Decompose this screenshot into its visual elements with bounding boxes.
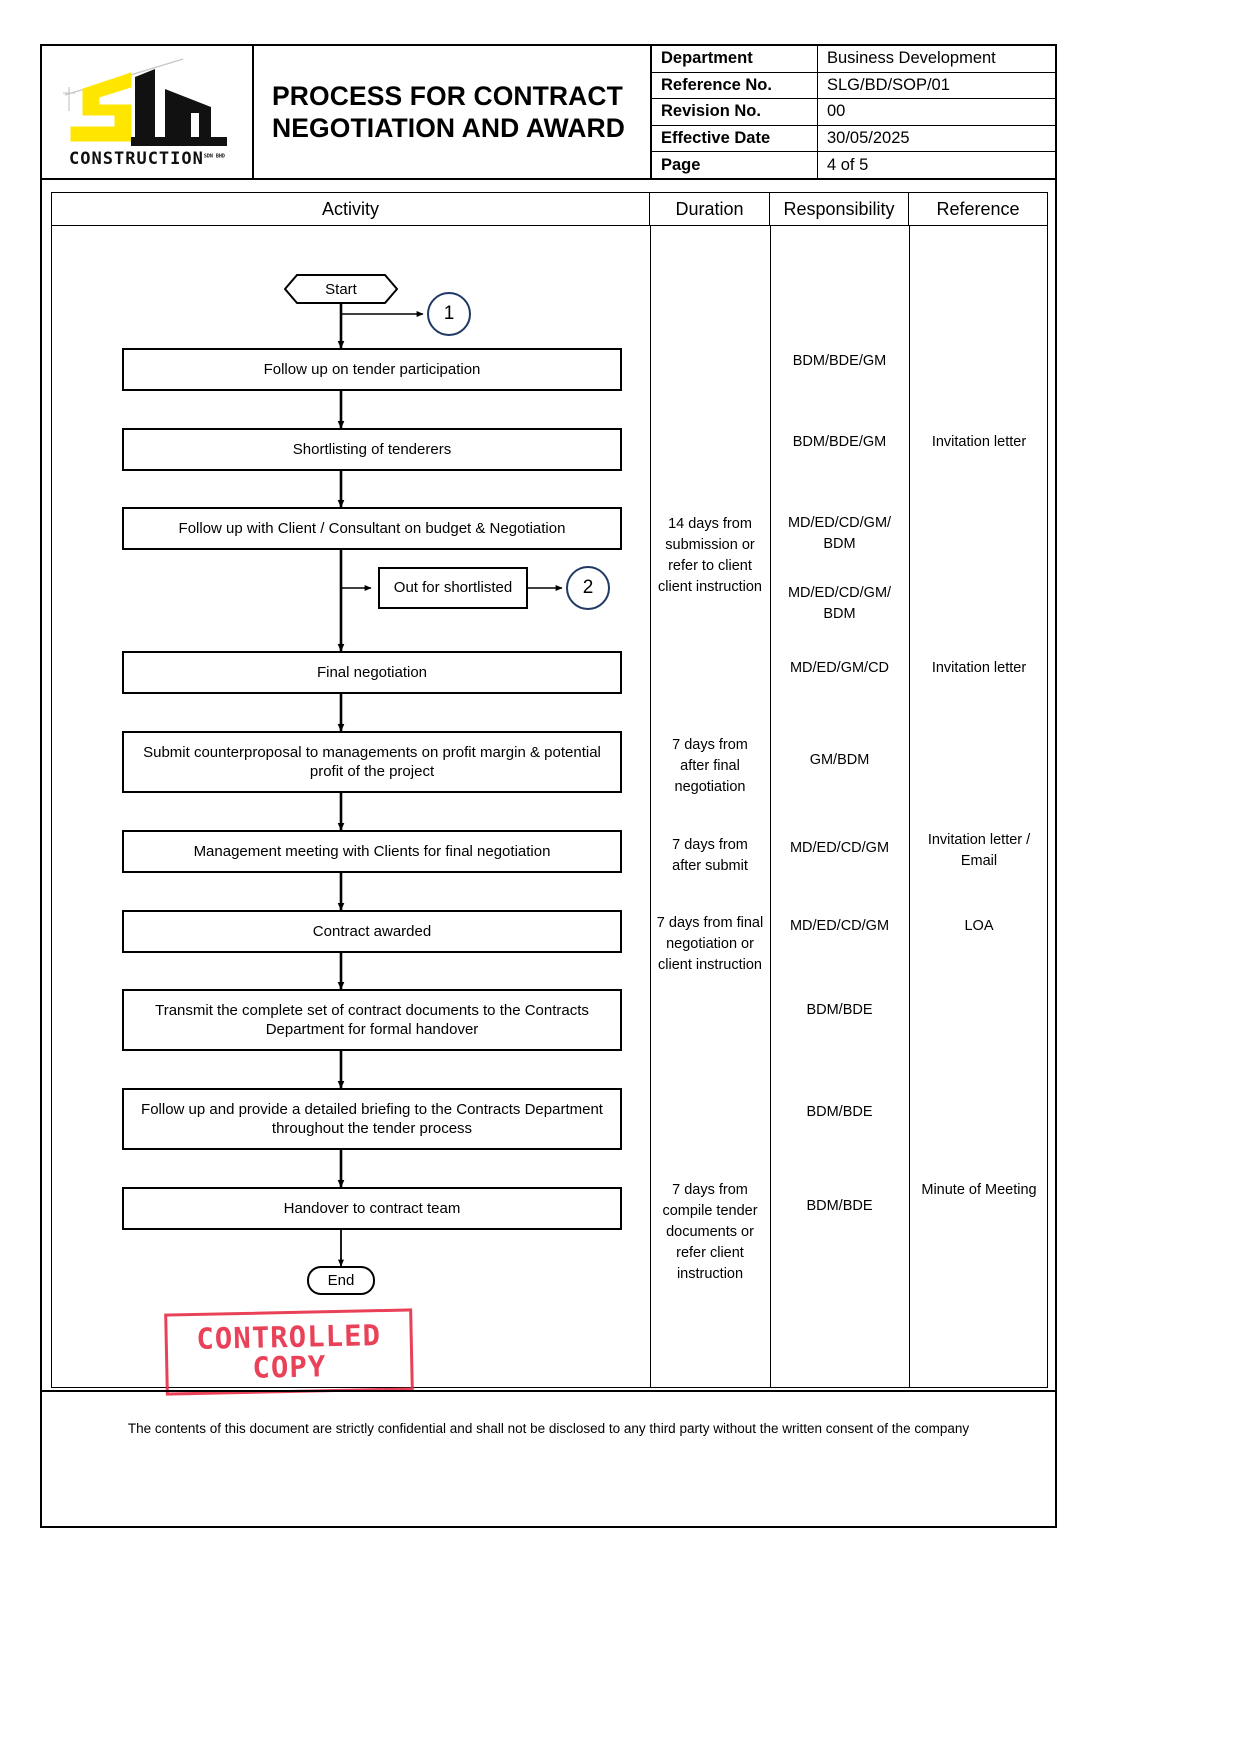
flow-node-final-negotiation: Final negotiation	[122, 651, 622, 694]
process-table: Activity Duration Responsibility Referen…	[51, 192, 1048, 1396]
reference-cell-3: Invitation letter / Email	[927, 832, 1031, 870]
table-body: Start 1 Follow up on tender participatio…	[52, 226, 1047, 1396]
flow-connector-2: 2	[566, 566, 610, 610]
flow-node-label: Contract awarded	[312, 922, 432, 940]
responsibility-cell-8: MD/ED/CD/GM	[789, 918, 890, 934]
logo-subtitle: CONSTRUCTIONSDN BHD	[69, 149, 225, 169]
logo-mark-icon	[62, 58, 227, 146]
column-header-reference: Reference	[936, 198, 1020, 219]
flow-node-label: Start	[325, 280, 357, 298]
duration-cell-4: 7 days from final negotiation or client …	[656, 915, 764, 974]
flow-node-label: Out for shortlisted	[393, 579, 513, 597]
reference-cell-4: LOA	[964, 918, 994, 934]
flow-node-end: End	[307, 1266, 375, 1295]
flow-connectors	[337, 301, 563, 1267]
stamp-line-2: COPY	[252, 1349, 327, 1385]
duration-cell-5: 7 days from compile tender documents or …	[662, 1182, 758, 1283]
controlled-copy-stamp: CONTROLLED COPY	[164, 1308, 414, 1396]
flow-node-handover-to-contract-team: Handover to contract team	[122, 1187, 622, 1230]
meta-row-revision-no: Revision No. 00	[652, 99, 1055, 126]
flow-node-transmit-contract-documents: Transmit the complete set of contract do…	[122, 989, 622, 1051]
flow-node-submit-counterproposal: Submit counterproposal to managements on…	[122, 731, 622, 793]
responsibility-cell-4: MD/ED/CD/GM/ BDM	[787, 585, 892, 623]
connector-label: 2	[582, 577, 594, 598]
flow-node-out-for-shortlisted: Out for shortlisted	[378, 567, 528, 609]
duration-cell-3: 7 days from after submit	[672, 837, 748, 875]
flow-node-label: Follow up on tender participation	[263, 360, 481, 378]
flow-node-label: Final negotiation	[316, 663, 428, 681]
meta-key: Revision No.	[652, 99, 818, 125]
flow-node-label: Submit counterproposal to managements on…	[143, 743, 601, 781]
flow-connector-1: 1	[427, 292, 471, 336]
flow-node-start: Start	[284, 274, 398, 304]
responsibility-cell-9: BDM/BDE	[806, 1002, 873, 1018]
meta-row-page: Page 4 of 5	[652, 152, 1055, 178]
reference-cell-2: Invitation letter	[931, 660, 1027, 676]
meta-value: SLG/BD/SOP/01	[827, 75, 950, 94]
document-footer: The contents of this document are strict…	[42, 1390, 1055, 1464]
flow-node-label: End	[327, 1272, 355, 1289]
flow-node-contract-awarded: Contract awarded	[122, 910, 622, 953]
meta-key: Page	[652, 152, 818, 178]
column-header-duration: Duration	[650, 193, 770, 225]
meta-row-reference-no: Reference No. SLG/BD/SOP/01	[652, 72, 1055, 100]
reference-cell-5: Minute of Meeting	[921, 1182, 1037, 1198]
document-body: Activity Duration Responsibility Referen…	[42, 180, 1055, 1464]
responsibility-cell-1: BDM/BDE/GM	[792, 353, 887, 369]
flow-node-label: Transmit the complete set of contract do…	[155, 1001, 589, 1039]
document-header: CONSTRUCTIONSDN BHD PROCESS FOR CONTRACT…	[42, 46, 1055, 180]
flow-node-management-meeting-clients: Management meeting with Clients for fina…	[122, 830, 622, 873]
duration-cell-2: 7 days from after final negotiation	[672, 737, 748, 796]
meta-value: Business Development	[827, 49, 996, 68]
meta-key: Department	[652, 46, 818, 72]
meta-row-department: Department Business Development	[652, 46, 1055, 73]
column-divider-1	[650, 226, 651, 1387]
meta-key: Effective Date	[652, 125, 818, 152]
responsibility-cell-10: BDM/BDE	[806, 1104, 873, 1120]
flow-node-detailed-briefing-contracts-dept: Follow up and provide a detailed briefin…	[122, 1088, 622, 1150]
page-title: PROCESS FOR CONTRACT NEGOTIATION AND AWA…	[272, 80, 625, 143]
flow-node-label: Follow up with Client / Consultant on bu…	[178, 519, 566, 537]
flow-node-shortlisting-of-tenderers: Shortlisting of tenderers	[122, 428, 622, 471]
flowchart: Start 1 Follow up on tender participatio…	[52, 226, 650, 1396]
flow-node-label: Shortlisting of tenderers	[292, 440, 452, 458]
responsibility-cell-7: MD/ED/CD/GM	[789, 840, 890, 856]
flow-node-follow-up-tender-participation: Follow up on tender participation	[122, 348, 622, 391]
company-logo-cell: CONSTRUCTIONSDN BHD	[42, 46, 254, 178]
column-header-responsibility: Responsibility	[770, 193, 909, 225]
responsibility-cell-2: BDM/BDE/GM	[792, 434, 887, 450]
column-header-activity: Activity	[52, 193, 650, 225]
responsibility-cell-3: MD/ED/CD/GM/ BDM	[787, 515, 892, 553]
document-meta-table: Department Business Development Referenc…	[652, 46, 1055, 178]
responsibility-cell-5: MD/ED/GM/CD	[789, 660, 890, 676]
flow-node-label: Handover to contract team	[283, 1199, 461, 1217]
connector-label: 1	[443, 303, 455, 324]
slg-construction-logo: CONSTRUCTIONSDN BHD	[55, 53, 240, 171]
meta-value: 30/05/2025	[827, 129, 910, 148]
column-divider-2	[770, 226, 771, 1387]
confidentiality-notice: The contents of this document are strict…	[127, 1420, 970, 1436]
table-column-headers: Activity Duration Responsibility Referen…	[52, 193, 1047, 226]
flow-node-label: Follow up and provide a detailed briefin…	[141, 1100, 603, 1138]
document-page: CONSTRUCTIONSDN BHD PROCESS FOR CONTRACT…	[40, 44, 1057, 1528]
reference-cell-1: Invitation letter	[931, 434, 1027, 450]
responsibility-cell-11: BDM/BDE	[806, 1198, 873, 1214]
meta-value: 00	[827, 102, 846, 121]
stamp-line-1: CONTROLLED	[196, 1317, 382, 1356]
meta-value: 4 of 5	[827, 155, 869, 174]
meta-row-effective-date: Effective Date 30/05/2025	[652, 125, 1055, 153]
hexagon-shape-icon	[284, 274, 398, 304]
meta-key: Reference No.	[652, 72, 818, 99]
responsibility-cell-6: GM/BDM	[809, 752, 870, 768]
document-title-cell: PROCESS FOR CONTRACT NEGOTIATION AND AWA…	[254, 46, 652, 178]
flow-node-follow-up-client-consultant: Follow up with Client / Consultant on bu…	[122, 507, 622, 550]
flow-node-label: Management meeting with Clients for fina…	[193, 842, 551, 860]
column-divider-3	[909, 226, 910, 1387]
duration-cell-1: 14 days from submission or refer to clie…	[658, 516, 762, 596]
